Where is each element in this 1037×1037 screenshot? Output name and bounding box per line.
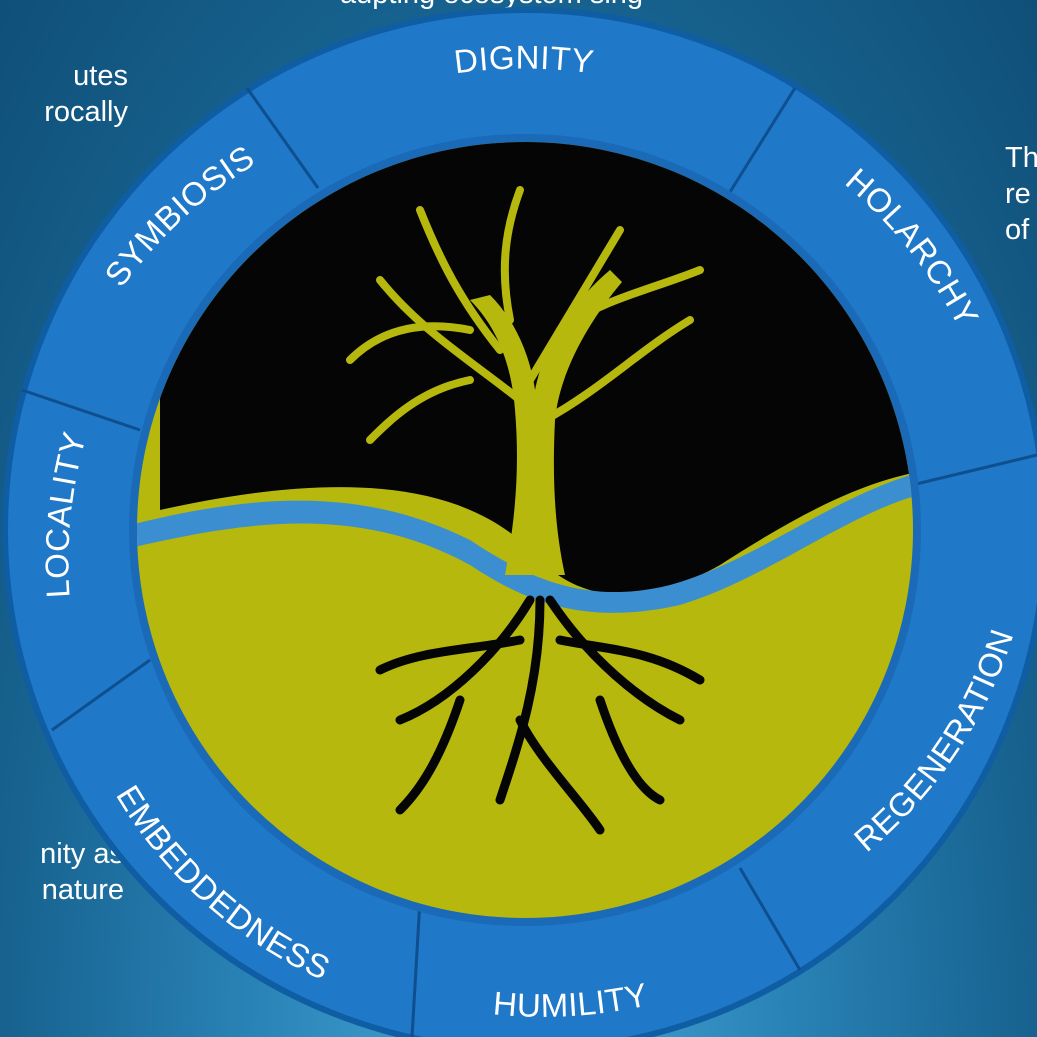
divider-6 [51,658,151,732]
divider-5 [410,899,422,1037]
river-icon [137,470,913,613]
tree-branches [346,186,704,444]
divider-7 [21,388,141,432]
divider-2 [728,87,797,193]
divider-3 [911,453,1037,487]
top-caption-fragment: aupting ecosystem sing [340,0,1037,12]
right-caption-top-line-3: of [1005,214,1030,246]
divider-4 [738,867,802,971]
left-caption-top-line-1: utes [73,60,128,92]
right-caption-top: Th re of [1005,140,1037,248]
outer-ring-border [2,7,1037,1037]
segment-label-dignity: DIGNITY [452,39,596,81]
inner-disk [137,142,913,918]
segment-dividers [21,87,1037,1037]
left-caption-bottom-line-2: nature [41,874,124,906]
right-caption-top-line-2: re [1005,178,1031,210]
left-caption-top-line-2: rocally [44,96,128,128]
left-caption-top: utes rocally [0,58,128,130]
divider-1 [245,87,320,189]
right-caption-top-line-1: Th [1005,142,1037,174]
roots-icon [375,595,705,835]
